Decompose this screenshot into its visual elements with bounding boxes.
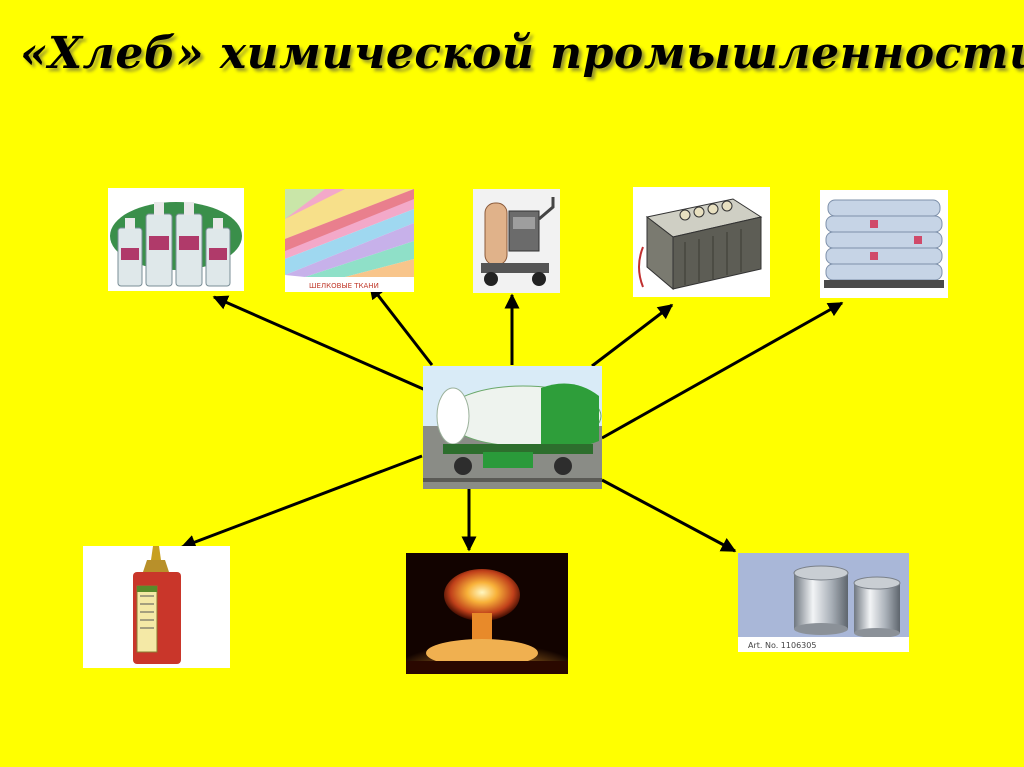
metal-cans-icon: Art. No. 1106305 <box>738 553 909 652</box>
slide-title: «Хлеб» химической промышленности <box>20 28 1024 79</box>
industrial-equipment-icon <box>473 189 560 293</box>
red-dye-bottle-icon <box>83 546 230 668</box>
arrow-to-fabrics <box>368 283 434 366</box>
arrow-to-dye <box>180 454 423 550</box>
explosion-icon <box>406 553 568 674</box>
medicine-bottles-icon <box>108 188 244 291</box>
fertilizer-bags-icon <box>820 190 948 298</box>
arrow-to-battery <box>591 303 674 368</box>
tank-wagon-icon <box>423 366 602 489</box>
car-battery-icon <box>633 187 770 297</box>
colored-fabrics-icon: ШЕЛКОВЫЕ ТКАНИ <box>285 189 414 292</box>
arrow-to-fertilizer <box>601 301 844 440</box>
fabrics-caption: ШЕЛКОВЫЕ ТКАНИ <box>309 282 379 290</box>
cans-caption: Art. No. 1106305 <box>748 641 816 650</box>
arrow-to-cans <box>601 478 737 553</box>
arrow-to-medicine <box>212 295 431 394</box>
